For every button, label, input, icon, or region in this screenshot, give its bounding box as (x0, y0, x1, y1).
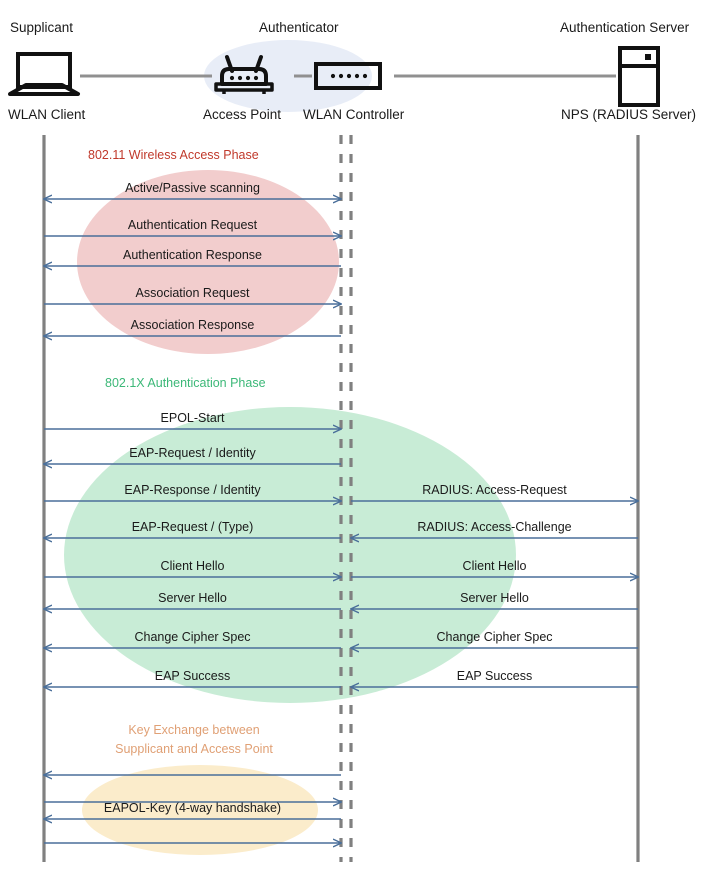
device-label-nps-radius-server: NPS (RADIUS Server) (561, 107, 697, 122)
dot1x-phase-ellipse (64, 407, 516, 703)
wlan-controller-icon (314, 62, 382, 90)
key-exchange-phase-ellipse (82, 765, 318, 855)
phase-label-key-exchange-line2: Supplicant and Access Point (115, 742, 273, 756)
message-label-left-8: EAP-Request / (Type) (131, 520, 254, 534)
message-label-left-10: Server Hello (158, 591, 227, 605)
authenticator-halo (204, 40, 372, 112)
message-label-left-5: EPOL-Start (160, 411, 225, 425)
laptop-icon (8, 52, 80, 96)
device-label-wlan-controller: WLAN Controller (303, 107, 405, 122)
phase-label-dot1x-authentication: 802.1X Authentication Phase (105, 376, 266, 390)
message-label-right-0: RADIUS: Access-Request (422, 483, 567, 497)
message-label-right-4: Change Cipher Spec (436, 630, 553, 644)
message-label-left-7: EAP-Response / Identity (124, 483, 261, 497)
message-label-left-4: Association Response (130, 318, 255, 332)
phase-label-wireless-access: 802.11 Wireless Access Phase (88, 148, 259, 162)
messages-supplicant-to-controller (44, 199, 341, 843)
message-label-right-2: Client Hello (462, 559, 527, 573)
message-label-right-5: EAP Success (456, 669, 533, 683)
role-label-authentication-server: Authentication Server (560, 20, 690, 35)
device-label-wlan-client: WLAN Client (8, 107, 86, 122)
device-label-access-point: Access Point (203, 107, 282, 122)
message-label-left-0: Active/Passive scanning (125, 181, 260, 195)
message-label-right-3: Server Hello (460, 591, 529, 605)
message-label-right-1: RADIUS: Access-Challenge (417, 520, 572, 534)
server-rack-icon (618, 46, 660, 107)
message-label-left-2: Authentication Response (123, 248, 262, 262)
wireless-router-icon (214, 55, 274, 94)
role-label-authenticator: Authenticator (259, 20, 339, 35)
wireless-phase-ellipse (77, 170, 339, 354)
message-label-left-15: EAPOL-Key (4-way handshake) (103, 801, 282, 815)
message-label-left-3: Association Request (135, 286, 250, 300)
phase-label-key-exchange-line1: Key Exchange between (128, 723, 260, 737)
phase-label-key-exchange: Key Exchange between Supplicant and Acce… (100, 721, 288, 759)
role-label-supplicant: Supplicant (10, 20, 74, 35)
messages-controller-to-server (351, 501, 638, 687)
message-label-left-9: Client Hello (160, 559, 225, 573)
message-label-left-12: EAP Success (154, 669, 231, 683)
message-label-left-6: EAP-Request / Identity (129, 446, 256, 460)
message-label-left-11: Change Cipher Spec (134, 630, 251, 644)
message-label-left-1: Authentication Request (127, 218, 258, 232)
